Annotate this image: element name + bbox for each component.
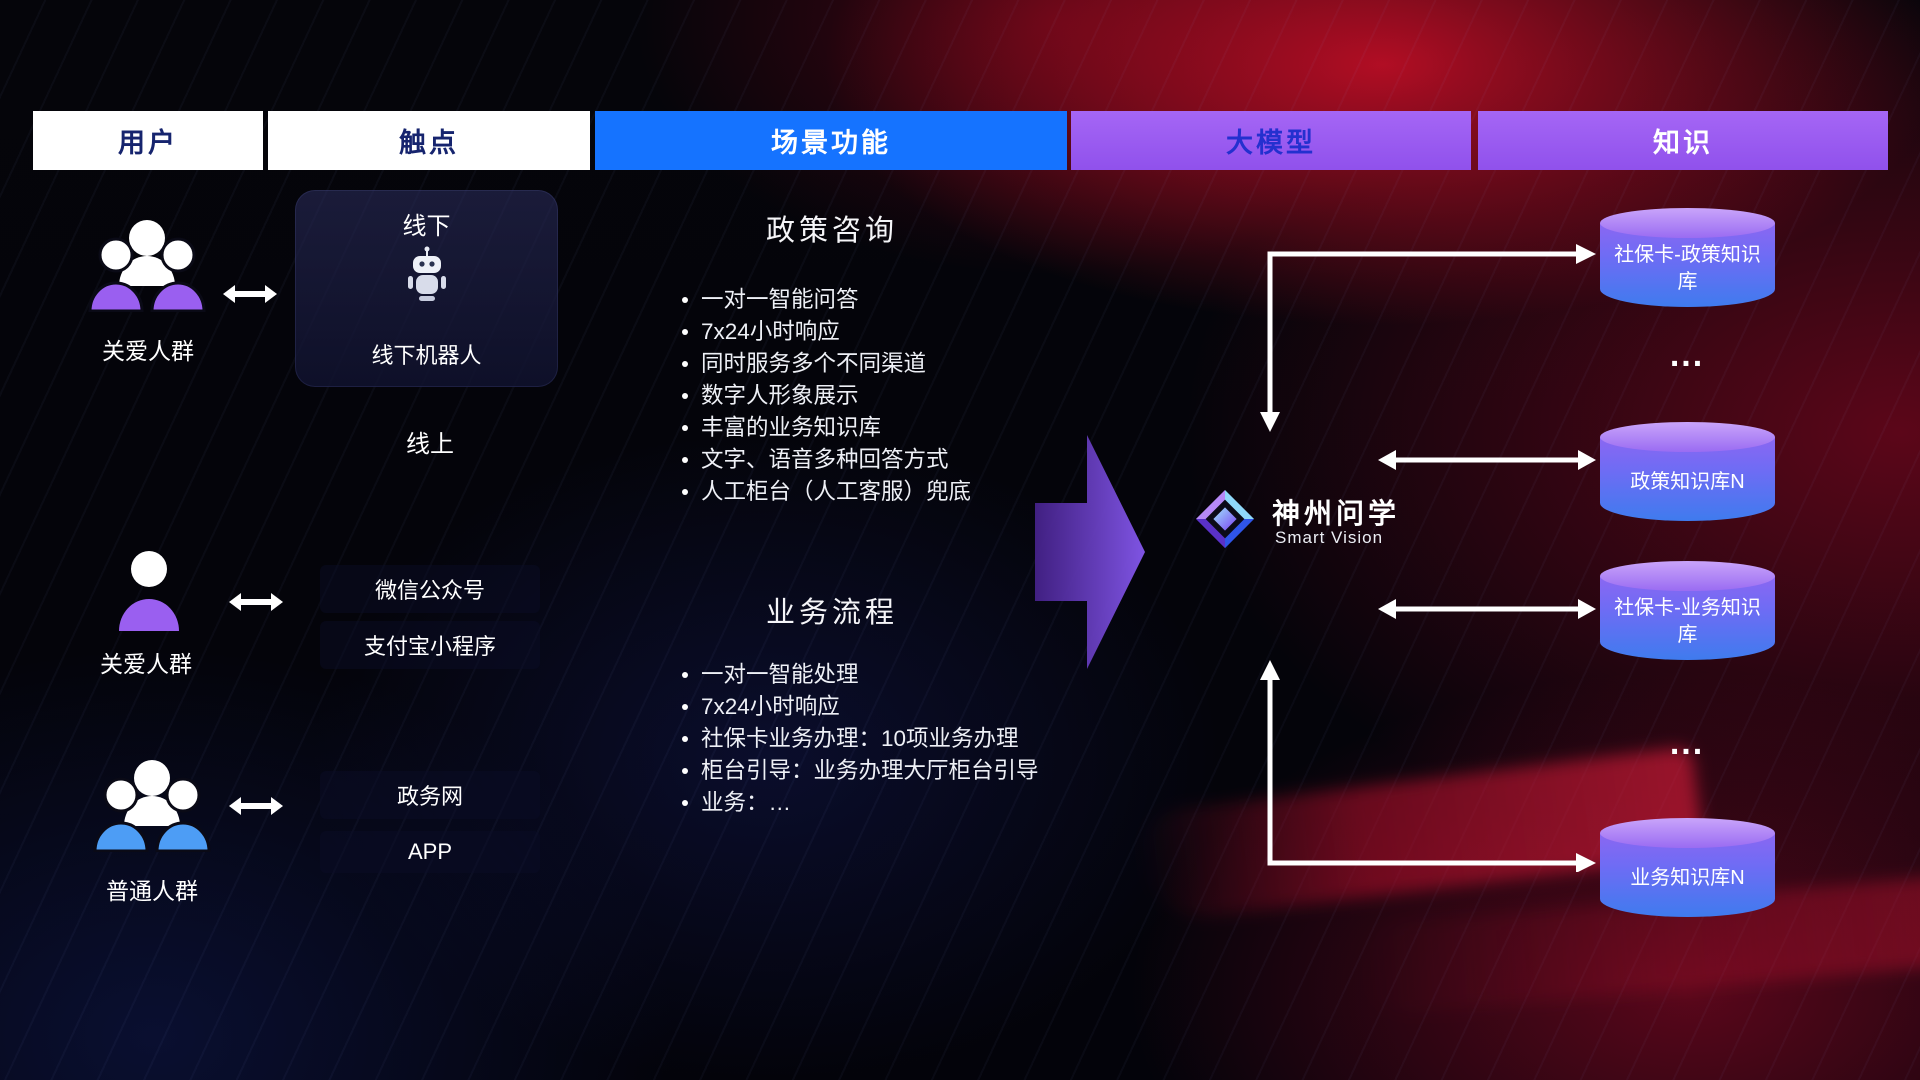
db-business-n: 业务知识库N — [1600, 818, 1775, 917]
list-item: 一对一智能问答 — [682, 288, 971, 311]
list-item-text: 一对一智能处理 — [701, 662, 859, 687]
list-item: 文字、语音多种回答方式 — [682, 448, 971, 471]
knowledge-ellipsis: ... — [1669, 336, 1705, 374]
list-item: 社保卡业务办理：10项业务办理 — [682, 727, 1039, 750]
bidirectional-arrow — [229, 593, 283, 611]
group-people-icon — [88, 220, 206, 312]
list-item: 人工柜台（人工客服）兜底 — [682, 480, 971, 503]
model-subtitle: Smart Vision — [1275, 528, 1384, 547]
db-cylinder-top — [1600, 561, 1775, 591]
bullet-dot — [682, 799, 688, 806]
db-label: 政策知识库N — [1630, 471, 1745, 493]
knowledge-ellipsis: ... — [1669, 724, 1705, 762]
bullet-dot — [682, 424, 688, 431]
robot-icon — [407, 246, 446, 301]
smart-vision-logo-icon — [1195, 489, 1255, 549]
elbow-arrow-top — [1260, 244, 1596, 432]
db-cylinder-top — [1600, 422, 1775, 452]
list-item: 7x24小时响应 — [682, 695, 1039, 718]
list-item-text: 一对一智能问答 — [701, 287, 859, 312]
list-item: 同时服务多个不同渠道 — [682, 352, 971, 375]
list-item: 一对一智能处理 — [682, 663, 1039, 686]
channel-app: APP — [320, 831, 540, 873]
header-touchpoints: 触点 — [268, 111, 590, 170]
bullet-dot — [682, 488, 688, 495]
offline-title: 线下 — [402, 213, 451, 240]
list-item-text: 人工柜台（人工客服）兜底 — [701, 479, 972, 504]
user-general-label: 普通人群 — [106, 878, 198, 904]
bullet-dot — [682, 392, 688, 399]
bullet-dot — [682, 360, 688, 367]
offline-touchpoint-card: 线下 线下机器人 — [295, 190, 558, 387]
model-name: 神州问学 — [1272, 498, 1401, 529]
list-item: 柜台引导：业务办理大厅柜台引导 — [682, 759, 1039, 782]
db-business-sscard: 社保卡-业务知识库 — [1600, 561, 1775, 660]
list-item-text: 数字人形象展示 — [701, 383, 859, 408]
db-cylinder-top — [1600, 208, 1775, 238]
list-item: 数字人形象展示 — [682, 384, 971, 407]
list-item-text: 柜台引导：业务办理大厅柜台引导 — [701, 758, 1039, 783]
db-policy-n: 政策知识库N — [1600, 422, 1775, 521]
policy-consult-title: 政策咨询 — [765, 215, 898, 247]
list-item-text: 7x24小时响应 — [701, 694, 840, 719]
bidirectional-arrow — [229, 797, 283, 815]
online-title: 线上 — [406, 431, 454, 458]
db-label: 业务知识库N — [1630, 867, 1745, 889]
list-item-text: 同时服务多个不同渠道 — [701, 351, 927, 376]
bullet-dot — [682, 328, 688, 335]
bullet-dot — [682, 296, 688, 303]
header-llm: 大模型 — [1071, 111, 1471, 170]
offline-robot-label: 线下机器人 — [371, 343, 482, 368]
group-people-blue-icon — [93, 760, 211, 852]
channel-wechat: 微信公众号 — [320, 565, 540, 613]
db-label: 社保卡-业务知识库 — [1614, 596, 1761, 646]
db-cylinder-top — [1600, 818, 1775, 848]
business-flow-title: 业务流程 — [765, 597, 898, 629]
bullet-dot — [682, 735, 688, 742]
bullet-dot — [682, 703, 688, 710]
user-single-label: 关爱人群 — [100, 651, 192, 677]
business-flow-list: 一对一智能处理 7x24小时响应 社保卡业务办理：10项业务办理 柜台引导：业务… — [682, 663, 1039, 814]
db-policy-sscard: 社保卡-政策知识库 — [1600, 208, 1775, 307]
db-label: 社保卡-政策知识库 — [1614, 243, 1761, 293]
list-item-text: 7x24小时响应 — [701, 319, 840, 344]
bullet-dot — [682, 767, 688, 774]
elbow-arrow-bottom — [1260, 660, 1596, 872]
list-item: 丰富的业务知识库 — [682, 416, 971, 439]
header-users: 用户 — [33, 111, 263, 170]
bullet-dot — [682, 456, 688, 463]
bidirectional-arrow — [223, 285, 277, 303]
list-item-text: 业务：… — [701, 790, 792, 815]
channel-alipay: 支付宝小程序 — [320, 621, 540, 669]
flow-arrow-right — [1035, 435, 1145, 669]
list-item: 业务：… — [682, 791, 1039, 814]
channel-gov-web: 政务网 — [320, 771, 540, 819]
list-item: 7x24小时响应 — [682, 320, 971, 343]
list-item-text: 社保卡业务办理：10项业务办理 — [701, 726, 1019, 751]
header-knowledge: 知识 — [1478, 111, 1888, 170]
double-arrow-business-kb — [1378, 599, 1596, 619]
list-item-text: 文字、语音多种回答方式 — [701, 447, 949, 472]
list-item-text: 丰富的业务知识库 — [701, 415, 882, 440]
double-arrow-policy-n — [1378, 450, 1596, 470]
policy-consult-list: 一对一智能问答 7x24小时响应 同时服务多个不同渠道 数字人形象展示 丰富的业… — [682, 288, 971, 503]
user-group-label: 关爱人群 — [102, 338, 194, 364]
header-scene-functions: 场景功能 — [595, 111, 1067, 170]
bullet-dot — [682, 671, 688, 678]
single-person-icon — [119, 551, 179, 631]
